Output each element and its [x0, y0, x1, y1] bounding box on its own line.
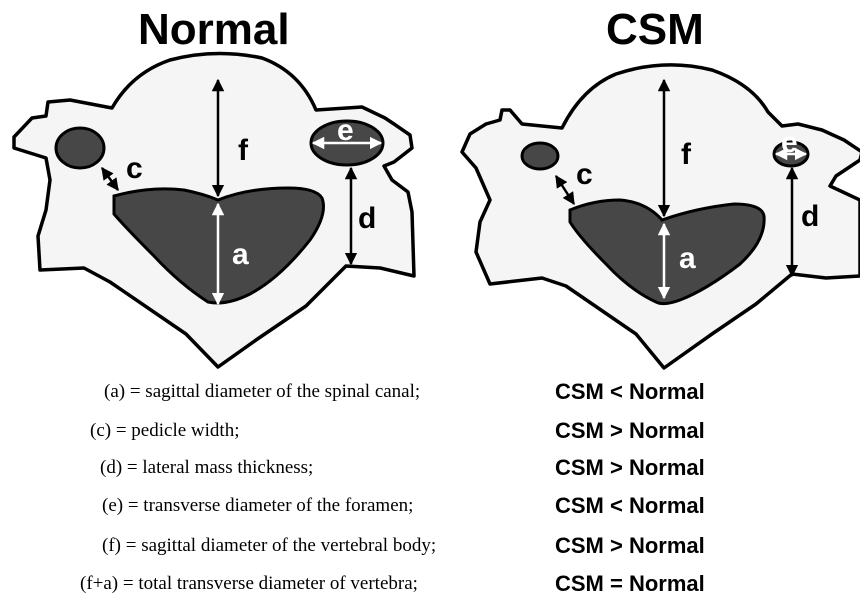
legend-definition: (d) = lateral mass thickness; [100, 450, 313, 486]
legend-comparison: CSM > Normal [555, 413, 705, 449]
vertebra-diagram: f a d e c f a d e c [0, 0, 860, 372]
legend-comparison: CSM < Normal [555, 488, 705, 524]
csm-label-d: d [801, 200, 819, 233]
normal-label-f: f [238, 134, 249, 167]
normal-label-a: a [232, 238, 249, 271]
csm-left-foramen [522, 143, 558, 169]
normal-label-c: c [126, 152, 143, 185]
csm-label-f: f [681, 138, 692, 171]
csm-vertebra: f a d e c [462, 65, 860, 368]
legend-comparison: CSM > Normal [555, 528, 705, 564]
legend-comparison: CSM = Normal [555, 566, 705, 602]
legend-definition: (f) = sagittal diameter of the vertebral… [102, 528, 436, 564]
legend-definition: (f+a) = total transverse diameter of ver… [80, 566, 418, 602]
csm-label-a: a [679, 242, 696, 275]
normal-label-e: e [337, 114, 354, 147]
legend-comparison: CSM < Normal [555, 374, 705, 410]
legend-definition: (e) = transverse diameter of the foramen… [102, 488, 413, 524]
normal-label-d: d [358, 202, 376, 235]
legend-definition: (a) = sagittal diameter of the spinal ca… [104, 374, 420, 410]
legend-comparison: CSM > Normal [555, 450, 705, 486]
normal-left-foramen [56, 128, 104, 168]
legend-definition: (c) = pedicle width; [90, 413, 239, 449]
csm-label-c: c [576, 158, 593, 191]
normal-vertebra: f a d e c [14, 53, 414, 367]
csm-label-e: e [781, 126, 798, 159]
